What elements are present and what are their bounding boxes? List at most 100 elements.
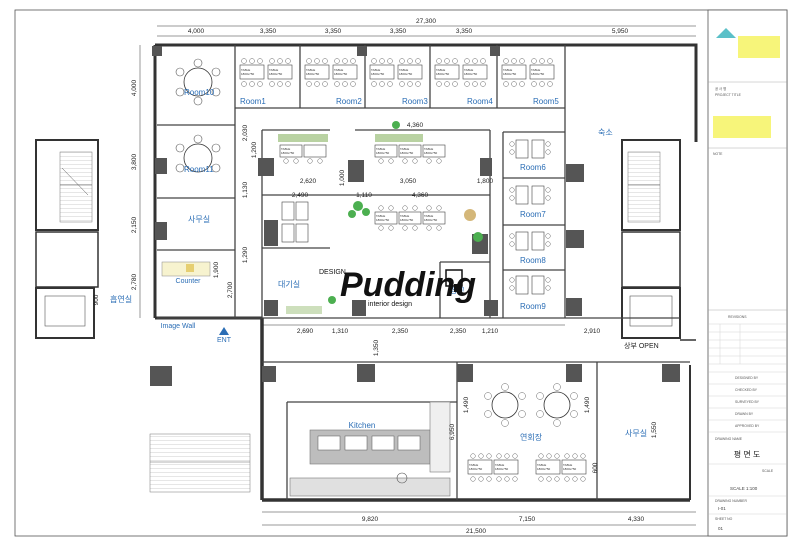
signoff-rows: DESIGNED BY CHECKED BY SURVEYED BY DRAWN… bbox=[708, 371, 787, 441]
svg-text:1800x750: 1800x750 bbox=[241, 72, 255, 76]
room-label-room5: Room5 bbox=[533, 97, 559, 106]
svg-text:1800x750: 1800x750 bbox=[436, 72, 450, 76]
dim-vertical-10: 1,900 bbox=[213, 261, 220, 278]
room-label-room1: Room1 bbox=[240, 97, 266, 106]
svg-text:TABLE: TABLE bbox=[400, 147, 409, 151]
dim-corridor-5: 2,910 bbox=[584, 328, 601, 335]
tb-project-title-en: PROJECT TITLE bbox=[715, 93, 742, 97]
title-block: 공 사 명 PROJECT TITLE NOTE REVISIONS DESIG… bbox=[707, 9, 788, 537]
dim-vertical-5: 1,350 bbox=[373, 339, 380, 356]
room-label-room6: Room6 bbox=[520, 163, 546, 172]
svg-text:TABLE: TABLE bbox=[241, 68, 250, 72]
svg-text:TABLE: TABLE bbox=[399, 68, 408, 72]
svg-text:TABLE: TABLE bbox=[424, 214, 433, 218]
tb-note: NOTE bbox=[713, 152, 723, 156]
counter-area bbox=[161, 261, 211, 277]
stairwell-right bbox=[621, 139, 681, 339]
dim-vertical-13: 1,550 bbox=[651, 421, 658, 438]
svg-text:TABLE: TABLE bbox=[537, 463, 546, 467]
dim-top-2: 3,350 bbox=[325, 28, 342, 35]
kitchen-area bbox=[289, 401, 451, 497]
svg-text:TABLE: TABLE bbox=[531, 68, 540, 72]
dim-top-4: 3,350 bbox=[456, 28, 473, 35]
svg-text:TABLE: TABLE bbox=[269, 68, 278, 72]
room-label-room10: Room10 bbox=[184, 88, 215, 97]
svg-text:1800x750: 1800x750 bbox=[281, 151, 295, 155]
room-label-room8: Room8 bbox=[520, 256, 546, 265]
svg-text:1800x750: 1800x750 bbox=[531, 72, 545, 76]
banquet-table-chairs bbox=[470, 453, 586, 482]
round-table-room11 bbox=[175, 134, 221, 173]
svg-text:TABLE: TABLE bbox=[464, 68, 473, 72]
banquet-chairs bbox=[484, 383, 578, 427]
tb-revisions: REVISIONS bbox=[728, 315, 747, 319]
dim-left-3: 2,780 bbox=[131, 273, 138, 290]
svg-text:SURVEYED BY: SURVEYED BY bbox=[735, 400, 760, 404]
svg-text:TABLE: TABLE bbox=[503, 68, 512, 72]
svg-text:1800x750: 1800x750 bbox=[537, 467, 551, 471]
tb-sheet-no-label: SHEET NO bbox=[715, 517, 733, 521]
room-label-reception: 연회장 bbox=[520, 432, 543, 442]
tb-drawing-name: 평 면 도 bbox=[734, 449, 761, 459]
svg-text:1800x750: 1800x750 bbox=[464, 72, 478, 76]
svg-text:TABLE: TABLE bbox=[469, 463, 478, 467]
room-label-lodging: 숙소 bbox=[598, 128, 613, 137]
logo-design-word: DESIGN bbox=[319, 269, 346, 276]
svg-text:1800x750: 1800x750 bbox=[334, 72, 348, 76]
svg-text:TABLE: TABLE bbox=[376, 214, 385, 218]
dim-corridor-4: 1,210 bbox=[482, 328, 499, 335]
central-work-chairs bbox=[283, 158, 442, 231]
dim-corridor-0: 2,690 bbox=[297, 328, 314, 335]
svg-text:DESIGNED BY: DESIGNED BY bbox=[735, 376, 759, 380]
dim-vertical-3: 1,130 bbox=[242, 181, 249, 198]
dim-vertical-2: 1,000 bbox=[339, 169, 346, 186]
dim-bottom-1: 7,150 bbox=[519, 516, 536, 523]
svg-text:1800x750: 1800x750 bbox=[400, 218, 414, 222]
svg-text:TABLE: TABLE bbox=[306, 68, 315, 72]
meeting-room-tables bbox=[239, 64, 555, 80]
svg-text:TABLE: TABLE bbox=[563, 463, 572, 467]
meeting-room-chairs bbox=[241, 58, 553, 87]
dim-top-0: 4,000 bbox=[188, 28, 205, 35]
dim-mid-a-1: 3,050 bbox=[400, 178, 417, 185]
room-label-room9: Room9 bbox=[520, 302, 546, 311]
svg-text:TABLE: TABLE bbox=[371, 68, 380, 72]
svg-text:1800x750: 1800x750 bbox=[424, 218, 438, 222]
revision-grid bbox=[708, 323, 787, 365]
svg-text:1800x750: 1800x750 bbox=[399, 72, 413, 76]
dim-corridor-1: 1,310 bbox=[332, 328, 349, 335]
label-counter: Counter bbox=[176, 278, 202, 285]
svg-text:CHECKED BY: CHECKED BY bbox=[735, 388, 758, 392]
svg-text:1800x750: 1800x750 bbox=[469, 467, 483, 471]
dim-mid-a-2: 4,360 bbox=[407, 122, 424, 129]
outer-walls bbox=[153, 43, 698, 502]
lower-stair bbox=[149, 433, 251, 493]
label-open-upper: 상부 OPEN bbox=[624, 341, 659, 350]
svg-text:1800x750: 1800x750 bbox=[371, 72, 385, 76]
room-label-office-right: 사무실 bbox=[625, 428, 647, 438]
svg-text:TABLE: TABLE bbox=[495, 463, 504, 467]
dim-bottom-total: 21,500 bbox=[466, 528, 486, 535]
dim-vertical-6: 6,950 bbox=[449, 423, 456, 440]
dim-left-1: 3,800 bbox=[131, 153, 138, 170]
svg-text:1800x750: 1800x750 bbox=[306, 72, 320, 76]
label-entrance: ENT bbox=[217, 337, 232, 344]
dim-bottom-2: 4,330 bbox=[628, 516, 645, 523]
dim-top-5: 5,950 bbox=[612, 28, 629, 35]
dim-bottom-0: 9,820 bbox=[362, 516, 379, 523]
svg-text:1800x750: 1800x750 bbox=[400, 151, 414, 155]
svg-text:TABLE: TABLE bbox=[436, 68, 445, 72]
svg-text:1800x750: 1800x750 bbox=[376, 218, 390, 222]
room-label-room11: Room11 bbox=[184, 165, 214, 174]
dim-vertical-12: 600 bbox=[592, 462, 599, 473]
banquet-tables bbox=[467, 459, 587, 475]
dim-vertical-7: 1,490 bbox=[463, 396, 470, 413]
central-planters bbox=[278, 121, 483, 314]
dim-top-1: 3,350 bbox=[260, 28, 277, 35]
brand-logo: DESIGN Pudding interior design bbox=[319, 266, 476, 308]
tb-sheet-no: 01 bbox=[718, 526, 724, 531]
